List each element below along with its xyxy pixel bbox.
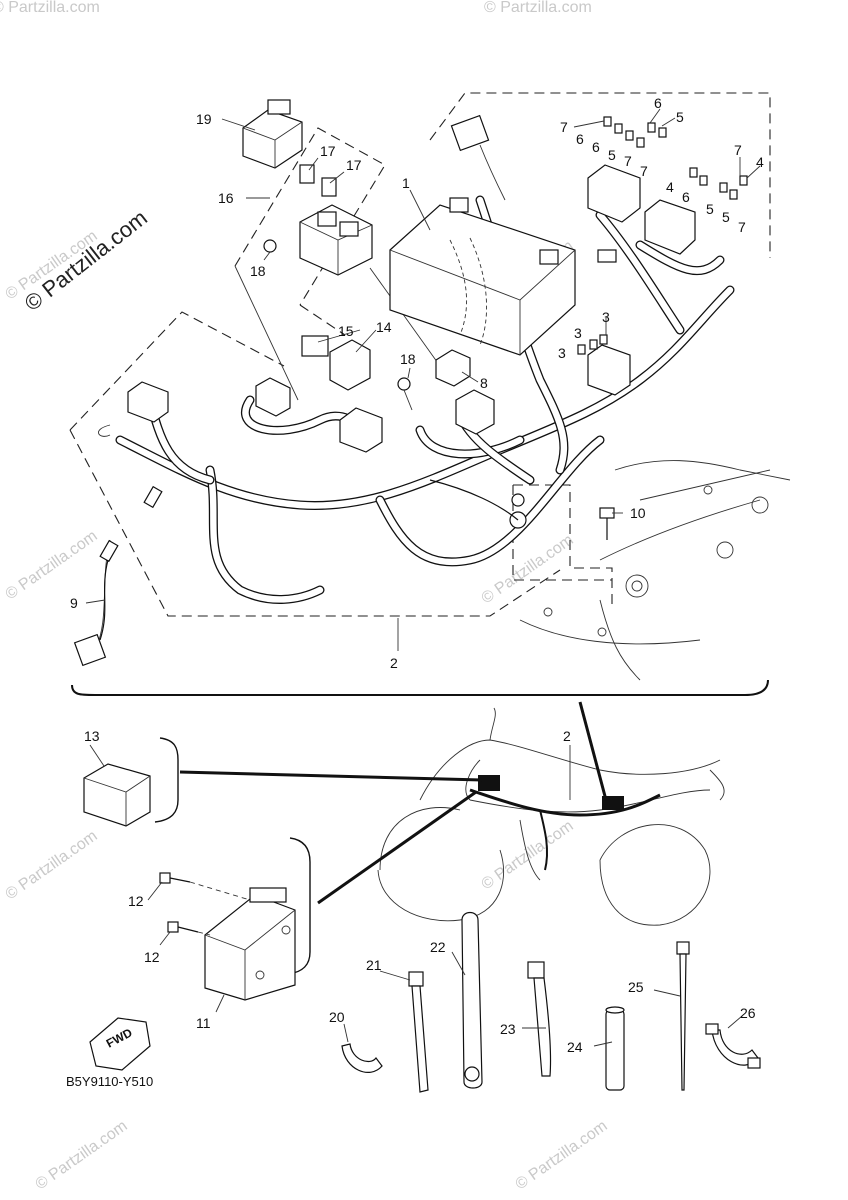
callout-6: 6 bbox=[576, 131, 584, 147]
part-tube-24 bbox=[605, 1006, 625, 1091]
callout-6: 6 bbox=[654, 95, 662, 111]
callout-9: 9 bbox=[70, 595, 78, 611]
callout-5: 5 bbox=[706, 201, 714, 217]
wire-harness bbox=[94, 195, 735, 651]
callout-17: 17 bbox=[346, 157, 362, 173]
watermark-text: © Partzilla.com bbox=[513, 1118, 611, 1194]
indicator-line-2 bbox=[578, 701, 608, 801]
callout-3: 3 bbox=[602, 309, 610, 325]
callout-7: 7 bbox=[734, 142, 742, 158]
callout-13: 13 bbox=[84, 728, 100, 744]
part-cable-tie-25 bbox=[676, 941, 690, 1091]
watermark-text: © Partzilla.com bbox=[3, 528, 101, 604]
part-regulator-11 bbox=[204, 887, 296, 1001]
callout-18: 18 bbox=[250, 263, 266, 279]
callout-3: 3 bbox=[574, 325, 582, 341]
callout-4: 4 bbox=[666, 179, 674, 195]
callout-17: 17 bbox=[320, 143, 336, 159]
callout-7: 7 bbox=[738, 219, 746, 235]
part-lead-9 bbox=[73, 559, 109, 667]
brand-watermark: © Partzilla.com bbox=[20, 205, 152, 316]
part-relay-19 bbox=[242, 99, 303, 169]
callout-4: 4 bbox=[756, 154, 764, 170]
part-battery-1 bbox=[389, 197, 576, 356]
indicator-line-13 bbox=[179, 770, 483, 782]
callout-5: 5 bbox=[722, 209, 730, 225]
part-connector-8 bbox=[435, 349, 495, 435]
watermark-text: © Partzilla.com bbox=[484, 0, 592, 16]
callout-6: 6 bbox=[682, 189, 690, 205]
bike-harness bbox=[469, 775, 661, 871]
group-outlines bbox=[69, 92, 771, 617]
motorcycle-silhouette bbox=[377, 707, 725, 926]
part-starter-relay-16 bbox=[299, 204, 373, 276]
part-battery-connector bbox=[450, 114, 506, 201]
watermark-text: © Partzilla.com bbox=[479, 532, 577, 608]
callout-11: 11 bbox=[196, 1015, 211, 1031]
part-fuse-box bbox=[587, 164, 696, 396]
callout-15: 15 bbox=[338, 323, 354, 339]
callout-5: 5 bbox=[608, 147, 616, 163]
part-fuse-17 bbox=[299, 164, 337, 197]
watermark-text: © Partzilla.com bbox=[33, 1118, 131, 1194]
part-clamp-20 bbox=[341, 1043, 383, 1073]
callout-16: 16 bbox=[218, 190, 234, 206]
part-clamp-26 bbox=[705, 1023, 761, 1069]
part-harness-connectors bbox=[99, 377, 383, 563]
callout-21: 21 bbox=[366, 957, 382, 973]
callout-24: 24 bbox=[567, 1039, 583, 1055]
callout-12: 12 bbox=[128, 893, 144, 909]
indicator-line-11 bbox=[317, 790, 477, 905]
leader-lines bbox=[85, 108, 761, 651]
callout-12: 12 bbox=[144, 949, 160, 965]
callout-2: 2 bbox=[563, 728, 571, 744]
leader-lines-bottom bbox=[89, 744, 743, 1047]
part-relay-13 bbox=[83, 763, 151, 827]
callout-8: 8 bbox=[480, 375, 488, 391]
callout-7: 7 bbox=[560, 119, 568, 135]
callout-7: 7 bbox=[624, 153, 632, 169]
callout-26: 26 bbox=[740, 1005, 756, 1021]
part-cable-tie-23 bbox=[527, 961, 552, 1077]
frame-sketch bbox=[519, 460, 791, 681]
bracket-13 bbox=[154, 737, 179, 823]
callout-2: 2 bbox=[390, 655, 398, 671]
diagram-code: B5Y9110-Y510 bbox=[66, 1074, 153, 1089]
part-relay-14 bbox=[301, 335, 371, 391]
part-cable-tie-21 bbox=[408, 971, 429, 1093]
callout-22: 22 bbox=[430, 939, 446, 955]
callout-1: 1 bbox=[402, 175, 410, 191]
callout-25: 25 bbox=[628, 979, 644, 995]
bracket-11 bbox=[287, 837, 311, 975]
callout-6: 6 bbox=[592, 139, 600, 155]
part-band-22 bbox=[461, 911, 483, 1089]
part-bolt-12 bbox=[159, 872, 251, 936]
watermark-text: © Partzilla.com bbox=[0, 0, 100, 16]
callout-19: 19 bbox=[196, 111, 212, 127]
callout-23: 23 bbox=[500, 1021, 516, 1037]
fwd-arrow: FWD bbox=[89, 1017, 151, 1071]
callout-14: 14 bbox=[376, 319, 392, 335]
section-divider bbox=[71, 679, 769, 696]
part-mini-fuses bbox=[577, 116, 748, 355]
callout-7: 7 bbox=[640, 163, 648, 179]
watermark-text: © Partzilla.com bbox=[3, 828, 101, 904]
callout-3: 3 bbox=[558, 345, 566, 361]
callout-labels: 19 17 17 16 18 1 15 14 18 8 10 9 2 7 6 6… bbox=[66, 95, 764, 1089]
callout-10: 10 bbox=[630, 505, 646, 521]
callout-18: 18 bbox=[400, 351, 416, 367]
callout-5: 5 bbox=[676, 109, 684, 125]
callout-20: 20 bbox=[329, 1009, 345, 1025]
